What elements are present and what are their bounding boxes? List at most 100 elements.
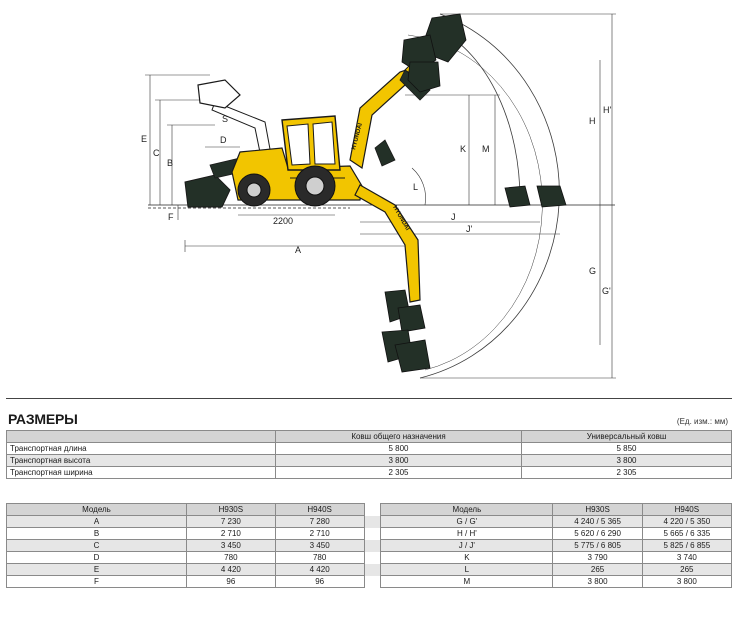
dimension-value-cell: 5 825 / 6 855	[641, 539, 733, 552]
bucket-low-4	[394, 339, 431, 373]
dimension-code-cell: J / J'	[380, 539, 554, 552]
dimension-value-cell: 5 775 / 6 805	[552, 539, 643, 552]
loader-bucket-lowered	[184, 174, 231, 208]
dimension-value-cell: 265	[641, 563, 733, 576]
section-title: РАЗМЕРЫ	[8, 411, 78, 427]
row-label: Транспортная высота	[6, 454, 276, 467]
label-G: G	[589, 266, 596, 276]
dimension-code-cell: B	[6, 527, 187, 540]
column-gap	[363, 575, 382, 588]
table-header-cell	[6, 430, 276, 443]
label-J: J	[451, 212, 456, 222]
label-wheelbase: 2200	[273, 216, 293, 226]
dimension-code-cell: M	[380, 575, 554, 588]
dimension-value-cell: 3 450	[185, 539, 276, 552]
units-note: (Ед. изм.: мм)	[676, 417, 728, 426]
row-label: Транспортная длина	[6, 442, 276, 455]
dimension-value-cell: 4 220 / 5 350	[641, 515, 733, 528]
column-gap	[363, 551, 382, 564]
label-H2: H'	[603, 105, 611, 115]
table-header-cell: Модель	[380, 503, 554, 516]
table-header-cell: Ковш общего назначения	[275, 430, 522, 443]
label-A: A	[295, 245, 301, 255]
cell-universal: 5 850	[520, 442, 733, 455]
cab-window-front	[286, 123, 311, 166]
cell-universal: 2 305	[520, 466, 733, 479]
column-gap	[363, 503, 382, 516]
section-divider	[6, 398, 732, 399]
label-K: K	[460, 144, 466, 154]
label-F: F	[168, 212, 174, 222]
dimension-code-cell: A	[6, 515, 187, 528]
table-header-cell: Универсальный ковш	[520, 430, 733, 443]
label-S: S	[222, 114, 228, 124]
dimension-value-cell: 3 800	[552, 575, 643, 588]
dimension-value-cell: 96	[185, 575, 276, 588]
dimension-code-cell: D	[6, 551, 187, 564]
cell-universal: 3 800	[520, 454, 733, 467]
label-H: H	[589, 116, 596, 126]
backhoe-loader-dimension-diagram: A B C D E F S 2200 G G' H H' J J' K L M …	[141, 13, 616, 379]
label-M: M	[482, 144, 490, 154]
label-J2: J'	[466, 224, 473, 234]
table-header-row: Ковш общего назначения Универсальный ков…	[6, 430, 733, 443]
cell-general: 3 800	[275, 454, 522, 467]
wheels	[237, 165, 336, 207]
dimension-value-cell: 3 790	[552, 551, 643, 564]
table-header-cell: H940S	[641, 503, 733, 516]
cell-general: 5 800	[275, 442, 522, 455]
table-row: Транспортная длина 5 800 5 850	[6, 442, 733, 455]
dimension-value-cell: 5 620 / 6 290	[552, 527, 643, 540]
dimension-value-cell: 2 710	[274, 527, 365, 540]
dimension-value-cell: 96	[274, 575, 365, 588]
column-gap	[363, 527, 382, 540]
dimension-value-cell: 4 420	[274, 563, 365, 576]
backhoe-bucket-silhouettes	[381, 13, 567, 373]
dimension-code-cell: H / H'	[380, 527, 554, 540]
table-row: Транспортная высота 3 800 3 800	[6, 454, 733, 467]
dimension-value-cell: 3 450	[274, 539, 365, 552]
transport-dimensions-table: Ковш общего назначения Универсальный ков…	[6, 430, 733, 479]
bucket-ground-1	[504, 185, 531, 208]
column-gap	[363, 563, 382, 576]
dimension-value-cell: 2 710	[185, 527, 276, 540]
dimension-value-cell: 4 420	[185, 563, 276, 576]
column-gap	[363, 515, 382, 528]
table-header-row: Модель H930S H940S Модель H930S H940S	[6, 503, 733, 516]
bucket-ground-2	[536, 185, 567, 208]
dimension-code-cell: C	[6, 539, 187, 552]
dimension-lines-left	[145, 74, 410, 252]
label-B: B	[167, 158, 173, 168]
bucket-low-2	[397, 304, 426, 333]
table-row: Транспортная ширина 2 305 2 305	[6, 466, 733, 479]
table-header-cell: H930S	[185, 503, 276, 516]
cab-window-side	[312, 121, 336, 165]
model-dimensions-table: Модель H930S H940S Модель H930S H940S A 7…	[6, 503, 733, 588]
backhoe-boom-lowered: HYUNDAI	[354, 184, 421, 303]
label-C: C	[153, 148, 160, 158]
dimension-lines-right	[360, 13, 616, 379]
table-header-cell: H930S	[552, 503, 643, 516]
dimension-value-cell: 265	[552, 563, 643, 576]
table-header-cell: H940S	[274, 503, 365, 516]
bucket-top-3	[407, 61, 441, 93]
cell-general: 2 305	[275, 466, 522, 479]
label-G2: G'	[602, 286, 611, 296]
dimension-value-cell: 4 240 / 5 365	[552, 515, 643, 528]
dimension-code-cell: L	[380, 563, 554, 576]
dimension-code-cell: K	[380, 551, 554, 564]
label-E: E	[141, 134, 147, 144]
label-D: D	[220, 135, 227, 145]
dimension-value-cell: 7 280	[274, 515, 365, 528]
row-label: Транспортная ширина	[6, 466, 276, 479]
dimension-value-cell: 780	[185, 551, 276, 564]
dimension-value-cell: 5 665 / 6 335	[641, 527, 733, 540]
dimension-code-cell: G / G'	[380, 515, 554, 528]
dimension-code-cell: F	[6, 575, 187, 588]
